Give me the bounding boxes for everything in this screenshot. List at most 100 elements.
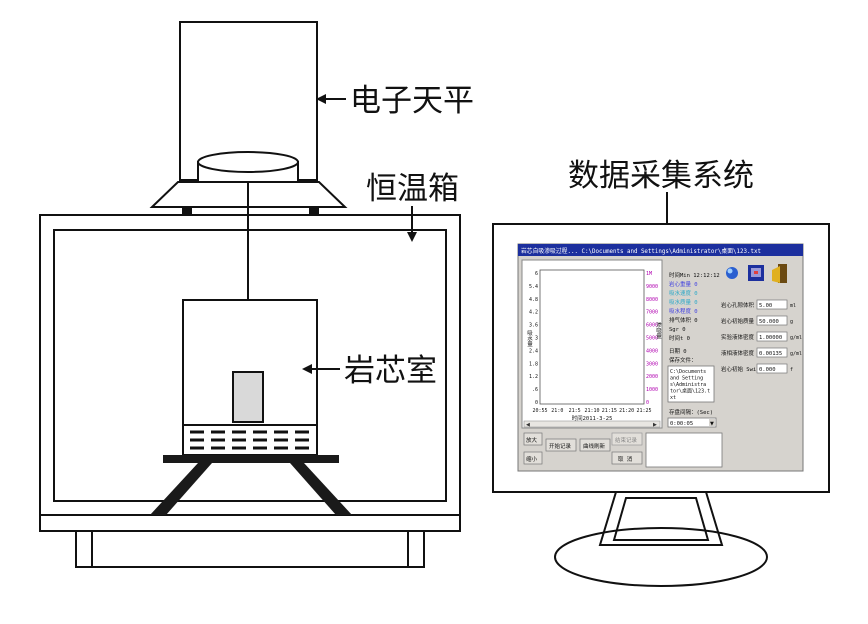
monitor-window-icon[interactable] (748, 265, 764, 281)
svg-text:结束记录: 结束记录 (615, 436, 638, 444)
interval-value: 0:00:05 (670, 421, 693, 427)
chart-scrollbar[interactable]: ◀ ▶ (523, 420, 661, 428)
app-title-text: 岩芯自吸渗吸过程... C:\Documents and Settings\Ad… (521, 247, 761, 255)
zoom-out-button[interactable]: 缩小 (523, 451, 543, 465)
core-sample (232, 371, 264, 423)
balance-body (179, 21, 318, 181)
info-sgr: Sgr 0 (669, 327, 686, 333)
status-text-box (645, 432, 723, 468)
right-tick-label: 4000 (646, 348, 658, 354)
svg-text:开始记录: 开始记录 (549, 442, 572, 450)
balance-label: 电子天平 (350, 83, 474, 119)
chevron-down-icon: ▼ (710, 421, 714, 427)
right-tick-label: 6000 (646, 323, 658, 329)
param-value: 0.000 (759, 367, 776, 373)
param-label: 岩心初始质量 (721, 317, 755, 325)
left-tick-label: 5.4 (529, 284, 538, 290)
param-label: 岩心初始 Swi (721, 365, 756, 373)
x-tick-label: 21:15 (602, 408, 617, 414)
param-value: 5.00 (759, 303, 772, 309)
file-path-line: xt (670, 395, 676, 401)
svg-text:◀: ◀ (526, 422, 530, 428)
x-tick-label: 21:0 (551, 408, 563, 414)
param-label: 实验液体密度 (721, 333, 755, 341)
info-panel: 时间Min 12:12:12 岩心重量 0 吸水速度 0 吸水质量 0 吸水程度… (669, 271, 720, 364)
oven-base (39, 514, 461, 568)
right-tick-label: 9000 (646, 284, 658, 290)
zoom-in-button[interactable]: 放大 (523, 432, 543, 446)
file-path-line: tor\桌面\123.t (670, 388, 710, 395)
param-value: 0.00135 (759, 351, 782, 357)
y-axis-label-left: 吸水量 (526, 330, 533, 348)
param-label: 岩心孔隙体积 (721, 301, 755, 309)
right-tick-label: 1000 (646, 387, 658, 393)
param-unit: g (790, 319, 793, 325)
param-input[interactable] (756, 347, 788, 358)
start-record-button[interactable]: 开始记录 (545, 438, 577, 452)
svg-text:▶: ▶ (653, 422, 657, 428)
param-label: 液相液体密度 (721, 349, 755, 357)
left-tick-label: 4.2 (529, 310, 538, 316)
x-axis-label: 时间2011-3-25 (572, 414, 613, 422)
interval-select[interactable]: 0:00:05 ▼ (667, 417, 717, 428)
core-chamber-label: 岩芯室 (344, 353, 437, 389)
left-tick-label: 0 (535, 400, 538, 406)
param-input[interactable] (756, 331, 788, 342)
right-tick-label: 0 (646, 400, 649, 406)
balance-label-group: 电子天平 (316, 83, 474, 119)
param-input[interactable] (756, 363, 788, 374)
cancel-button[interactable]: 取 消 (611, 451, 643, 465)
left-axis-ticks: 65.44.84.23.632.41.81.2.60 (529, 271, 538, 406)
stop-record-button[interactable]: 结束记录 (611, 432, 643, 446)
left-tick-label: 6 (535, 271, 538, 277)
record-icon[interactable] (724, 265, 740, 281)
info-water-mass: 吸水质量 0 (669, 298, 698, 306)
interval-label: 存盘间隔：(Sec) (669, 408, 713, 416)
info-exhaust-volume: 排气体积 0 (669, 316, 698, 324)
daq-system-label: 数据采集系统 (568, 158, 754, 194)
svg-text:取 消: 取 消 (618, 455, 633, 463)
file-path-line: s\Administra (670, 382, 706, 388)
exit-door-icon[interactable] (772, 263, 788, 283)
x-tick-label: 21:5 (569, 408, 581, 414)
param-input[interactable] (756, 315, 788, 326)
svg-text:缩小: 缩小 (526, 455, 538, 463)
right-tick-label: 5000 (646, 336, 658, 342)
file-path-line: C:\Documents (670, 369, 706, 375)
info-time-t: 时间t 0 (669, 334, 690, 342)
left-tick-label: 1.8 (529, 361, 538, 367)
oven-label-group: 恒温箱 (366, 171, 459, 242)
param-unit: g/ml (790, 335, 802, 341)
info-water-speed: 吸水速度 0 (669, 289, 698, 297)
left-tick-label: 2.4 (529, 348, 538, 354)
left-tick-label: 4.8 (529, 297, 538, 303)
liquid-layer (182, 424, 318, 456)
save-file-path-box[interactable] (667, 365, 715, 403)
file-path-line: and Setting (670, 376, 703, 382)
param-unit: ml (790, 303, 796, 309)
left-tick-label: 1.2 (529, 374, 538, 380)
left-tick-label: 3 (535, 336, 538, 342)
core-chamber-label-group: 岩芯室 (302, 353, 437, 389)
app-title-bar (518, 244, 803, 256)
param-unit: f (790, 367, 793, 373)
right-tick-label: 2000 (646, 374, 658, 380)
oven-label: 恒温箱 (366, 171, 459, 207)
monitor-stand (554, 491, 768, 587)
param-value: 50.000 (759, 319, 779, 325)
x-tick-label: 21:20 (619, 408, 634, 414)
x-tick-label: 21:10 (584, 408, 599, 414)
info-time: 时间Min 12:12:12 (669, 271, 720, 279)
refresh-curve-button[interactable]: 曲线刷新 (579, 438, 611, 452)
param-input[interactable] (756, 299, 788, 310)
info-core-weight: 岩心重量 0 (669, 280, 698, 288)
x-tick-label: 21:25 (636, 408, 651, 414)
left-tick-label: .6 (532, 387, 538, 393)
save-file-path: C:\Documents and Settings\Administrator\… (670, 369, 710, 401)
info-date: 日期 0 (669, 348, 687, 355)
daq-label-group: 数据采集系统 (568, 158, 754, 238)
info-water-degree: 吸水程度 0 (669, 307, 698, 315)
